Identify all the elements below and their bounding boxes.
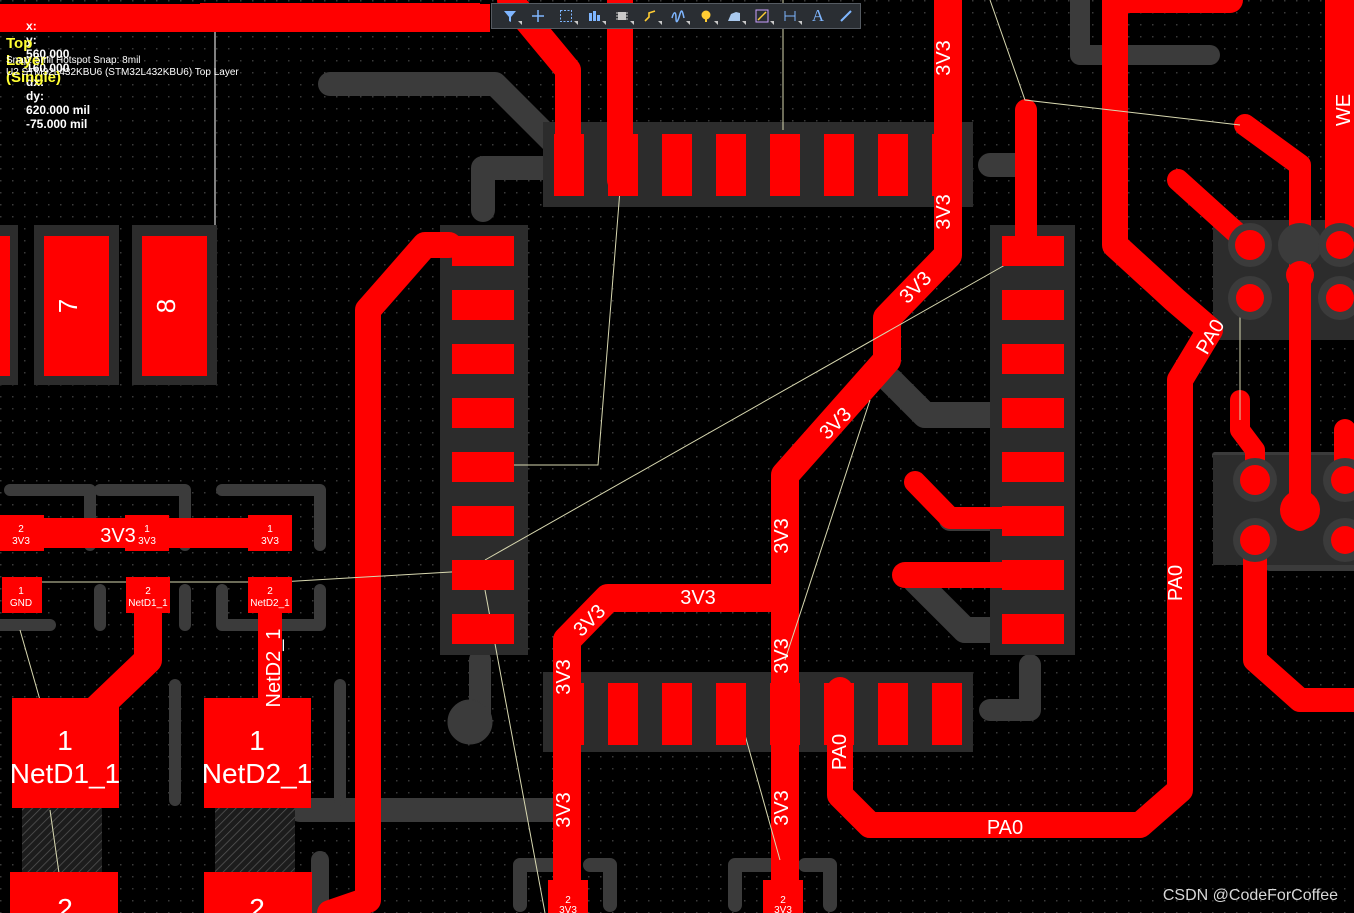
filter-icon[interactable] [496, 5, 524, 27]
pad-label-3v3: 3V3 [138, 536, 156, 547]
dy-value: -75.000 mil [26, 117, 88, 131]
tune-length-icon[interactable] [664, 5, 692, 27]
snap-info: Snap: 5mil Hotspot Snap: 8mil [6, 55, 141, 66]
dx-label: dx: [26, 75, 45, 89]
net-label-3v3-left: 3V3 [100, 525, 136, 547]
dx-value: 620.000 mil [26, 103, 91, 117]
pad-label-3v3: 3V3 [261, 536, 279, 547]
net-label-3v3-top2: 3V3 [933, 194, 955, 230]
net-label-pa0-horiz: PA0 [987, 817, 1023, 839]
line-icon[interactable] [832, 5, 860, 27]
net-label-3v3-vert5: 3V3 [553, 792, 575, 828]
keepout-icon[interactable] [748, 5, 776, 27]
pad-label-netd2: NetD2_1 [250, 598, 290, 609]
pad-label-3v3: 3V3 [559, 905, 577, 913]
big-pad-1: 1 [57, 725, 73, 756]
pad-label-2: 2 [145, 586, 151, 597]
net-label-3v3-horiz: 3V3 [680, 587, 716, 609]
hatch-areas [22, 808, 295, 873]
net-label-3v3-top: 3V3 [933, 40, 955, 76]
pad-label-netd1: NetD1_1 [128, 598, 168, 609]
pin-8-label: 8 [151, 299, 181, 313]
net-label-3v3-vert1: 3V3 [771, 518, 793, 554]
big-pad-2: 2 [57, 893, 73, 913]
x-value: 560.000 [26, 47, 70, 61]
big-pad-netd2: NetD2_1 [202, 758, 313, 789]
big-pad-netd1: NetD1_1 [10, 758, 121, 789]
pad-label-1: 1 [144, 524, 150, 535]
round-pads [1228, 223, 1354, 562]
coordinate-readout: x: 560.000 dx: 620.000 mil y: 160.000 dy… [0, 4, 490, 131]
current-layer: Top Layer (Single) [6, 35, 61, 86]
polygon-icon[interactable] [720, 5, 748, 27]
via-icon[interactable] [692, 5, 720, 27]
align-icon[interactable] [580, 5, 608, 27]
x-label: x: [26, 19, 37, 33]
crosshair-icon[interactable] [524, 5, 552, 27]
net-label-pa0-vert: PA0 [1165, 565, 1187, 601]
net-label-we: WE [1333, 94, 1354, 126]
net-labels: 7 8 3V3 3V3 3V3 3V3 3V3 3V3 3V3 3V3 3V3 … [10, 40, 1354, 913]
big-pad-2: 2 [249, 893, 265, 913]
component-icon[interactable] [608, 5, 636, 27]
dy-label: dy: [26, 89, 45, 103]
net-label-3v3-vert3: 3V3 [771, 790, 793, 826]
watermark: CSDN @CodeForCoffee [1162, 887, 1338, 904]
text-icon[interactable]: A [804, 5, 832, 27]
route-icon[interactable] [636, 5, 664, 27]
component-info: U2 STM32L432KBU6 (STM32L432KBU6) Top Lay… [6, 67, 239, 78]
net-label-3v3-vert4: 3V3 [553, 659, 575, 695]
pin-7-label: 7 [53, 299, 83, 313]
pad-label-2: 2 [267, 586, 273, 597]
pad-label-2: 2 [565, 895, 571, 906]
pad-label-1: 1 [18, 586, 24, 597]
y-value: 160.000 [26, 61, 70, 75]
active-bar-toolbar: A [491, 3, 861, 29]
net-label-3v3-vert2: 3V3 [771, 638, 793, 674]
pad-label-3v3: 3V3 [774, 905, 792, 913]
pad-label-gnd: GND [10, 598, 32, 609]
pad-label-2: 2 [780, 895, 786, 906]
pad-label-1: 1 [267, 524, 273, 535]
net-label-pa0-vert2: PA0 [829, 734, 851, 770]
y-label: y: [26, 33, 37, 47]
select-rect-icon[interactable] [552, 5, 580, 27]
text-tool-glyph: A [811, 6, 825, 25]
pad-label-2: 2 [18, 524, 24, 535]
big-pad-1: 1 [249, 725, 265, 756]
net-label-netd2-trace: NetD2_1 [263, 629, 285, 708]
dimension-icon[interactable] [776, 5, 804, 27]
copper-pads [0, 134, 1064, 913]
pad-label-3v3: 3V3 [12, 536, 30, 547]
